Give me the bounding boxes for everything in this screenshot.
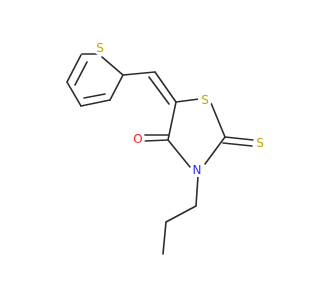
bond-c5-c2 [109, 74, 124, 101]
o-carbonyl-label: O [133, 132, 142, 146]
bond-c4-o [144, 139, 169, 142]
n-ring-label: N [193, 163, 202, 177]
s-thione-label: S [256, 136, 264, 150]
bond-c4-c5-inner [83, 93, 106, 99]
bond-n3-c4 [167, 139, 191, 168]
bond-c4-c5 [167, 101, 177, 141]
bond-c1-c2 [165, 205, 197, 223]
bond-ch-c5-double-a [154, 71, 177, 103]
bond-thiophene-ch [122, 71, 156, 76]
structure-canvas: S S S O N [66, 41, 267, 255]
bond-s-c5 [101, 56, 124, 76]
bond-c2-c3 [66, 54, 82, 83]
bond-n-c1 [195, 175, 199, 207]
thiazolidine-ring [167, 98, 226, 168]
atom-o-carbonyl: O [131, 132, 145, 146]
atom-n-ring: N [190, 163, 204, 177]
bond-c2-s-double-a [224, 136, 254, 141]
bond-c2-c3-inner [74, 61, 88, 86]
bond-s1-c2 [210, 102, 226, 138]
atom-s-ring: S [198, 93, 212, 107]
bond-c4-c5 [80, 99, 111, 107]
bond-ch-c5-double-b [148, 76, 170, 105]
bond-c2-s-double-b [222, 142, 253, 147]
bond-c5-s1 [175, 98, 200, 103]
bond-c3-c4 [66, 81, 82, 107]
s-ring-label: S [201, 93, 209, 107]
molecule-diagram: S S S O N [66, 41, 267, 255]
bond-c2-c3 [162, 221, 167, 255]
thiophene-ring [66, 53, 124, 107]
atom-s-thione: S [253, 136, 267, 150]
s-thiophene-label: S [96, 41, 104, 55]
atom-s-thiophene: S [93, 41, 107, 55]
bond-c2-n3 [204, 136, 226, 165]
